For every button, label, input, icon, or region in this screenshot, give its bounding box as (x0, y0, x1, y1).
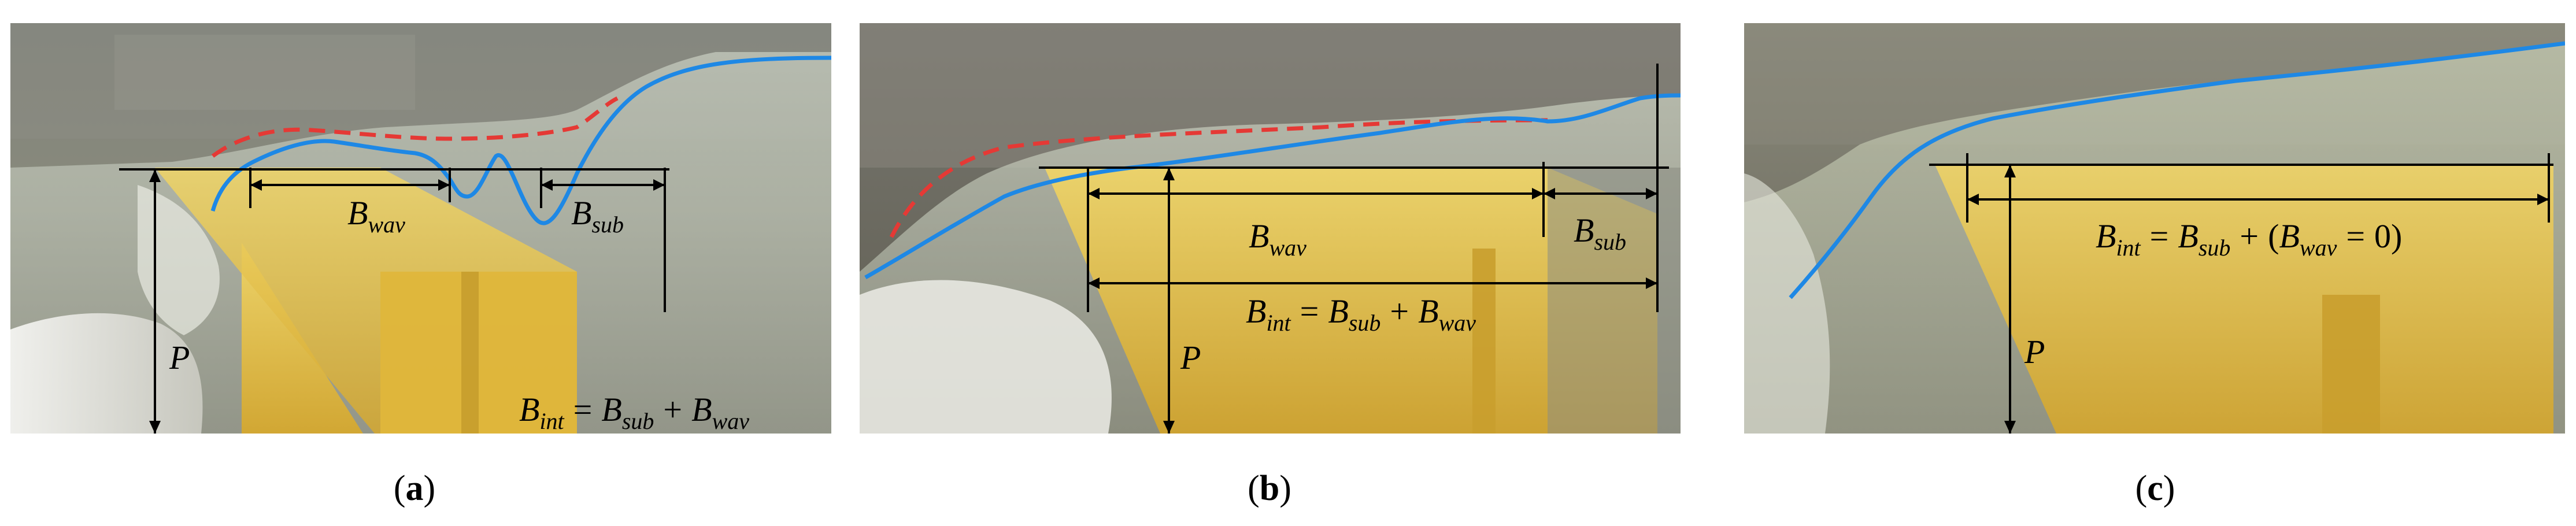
background-structure (114, 35, 415, 110)
bint-arrow-left (1967, 194, 1979, 205)
foam (860, 280, 1112, 434)
label-bwav: Bwav (347, 194, 405, 238)
label-bsub: Bsub (571, 194, 624, 238)
ramp-body (1935, 165, 2553, 434)
label-p: P (169, 339, 190, 376)
bsub-arrow-right (1646, 188, 1657, 199)
bwav-arrow-right (438, 179, 450, 191)
bsub-arrow-left (1544, 188, 1555, 199)
foam (1744, 173, 1830, 434)
bint-arrow-left (1088, 277, 1100, 289)
p-arrow-down (2004, 421, 2016, 434)
label-equation: Bint=Bsub+Bwav (519, 391, 749, 434)
blue-surface-line (864, 93, 1681, 280)
ramp-post (2322, 295, 2380, 434)
ramp-shadow (1548, 168, 1681, 434)
p-arrow-down (1163, 421, 1175, 434)
bint-arrow-right (1646, 277, 1657, 289)
bwav-arrow-right (1532, 188, 1544, 199)
panel-b-photo: Bwav Bsub P Bint=Bsub+Bwav (860, 23, 1681, 434)
red-dashed-line (211, 96, 619, 158)
ramp-post (461, 272, 479, 434)
label-equation: Bint=Bsub+Bwav (1246, 292, 1476, 336)
label-bwav: Bwav (1249, 217, 1306, 261)
panel-a-scene (10, 23, 831, 434)
breaking-wave (138, 185, 220, 335)
p-arrow-up (2004, 165, 2016, 177)
panel-c-scene (1744, 23, 2565, 434)
label-equation: Bint=Bsub+(Bwav=0) (2096, 217, 2403, 261)
caption-b: (b) (1248, 469, 1291, 508)
ramp-body (1045, 168, 1657, 434)
bwav-arrow-left (1088, 188, 1100, 199)
bint-arrow-right (2537, 194, 2549, 205)
panel-a-photo: Bwav Bsub P Bint=Bsub+Bwav (10, 23, 831, 434)
p-arrow-down (149, 421, 161, 434)
caption-c: (c) (2135, 469, 2175, 508)
p-arrow-up (1163, 168, 1175, 180)
label-p: P (2024, 333, 2045, 371)
caption-a: (a) (393, 469, 436, 508)
p-arrow-up (149, 169, 161, 182)
bwav-arrow-left (250, 179, 262, 191)
panel-b-scene (860, 23, 1681, 434)
label-bsub: Bsub (1574, 212, 1627, 255)
panel-c-photo: P Bint=Bsub+(Bwav=0) (1744, 23, 2565, 434)
ramp-post (1472, 249, 1496, 434)
bsub-arrow-left (541, 179, 553, 191)
label-p: P (1180, 339, 1201, 376)
red-dashed-line (889, 118, 1548, 238)
bsub-arrow-right (653, 179, 665, 191)
blue-surface-line (1789, 41, 2565, 299)
